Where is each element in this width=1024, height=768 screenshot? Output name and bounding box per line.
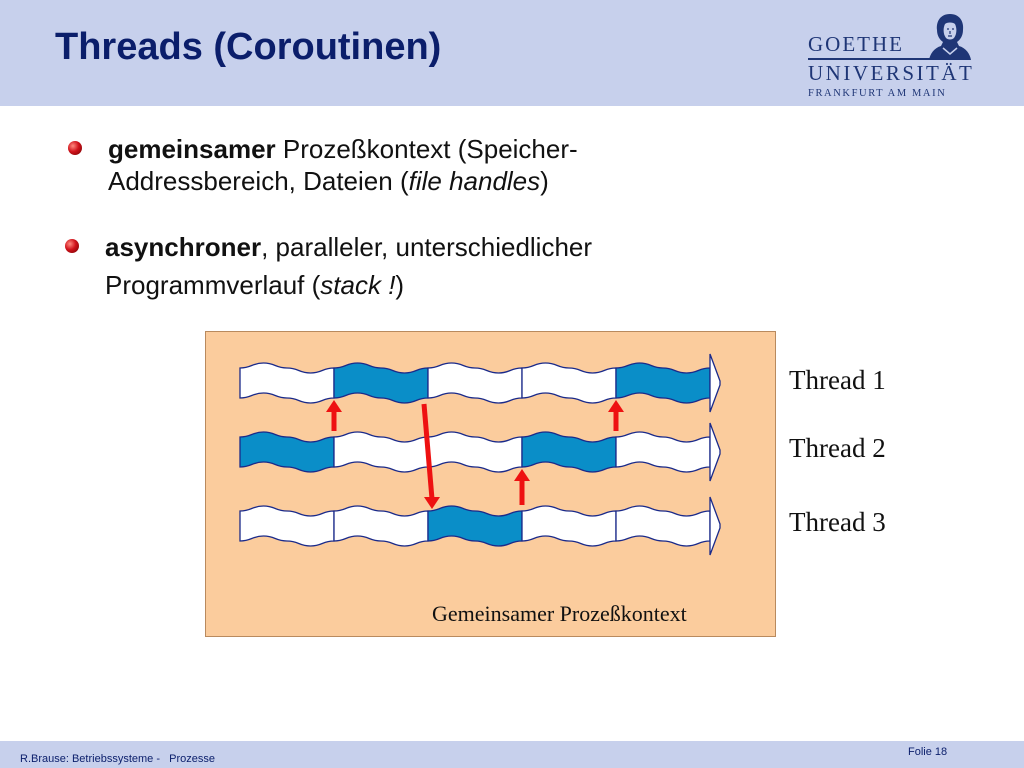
logo-divider bbox=[808, 58, 968, 60]
switch-arrow-1 bbox=[326, 400, 342, 431]
bullet-text-close: ) bbox=[540, 166, 549, 196]
slide-title: Threads (Coroutinen) bbox=[55, 26, 442, 68]
bullet-text: Prozeßkontext (Speicher- bbox=[275, 134, 578, 164]
thread-1-segment-1 bbox=[239, 362, 335, 404]
thread-2-arrowhead bbox=[709, 422, 721, 482]
switch-arrow-3 bbox=[514, 469, 530, 505]
thread-2-segment-3 bbox=[427, 431, 523, 473]
thread-1-arrowhead bbox=[709, 353, 721, 413]
bullet-italic-term: stack ! bbox=[320, 270, 396, 300]
thread-2-segment-2 bbox=[333, 431, 429, 473]
bullet-line-2: Addressbereich, Dateien (file handles) bbox=[108, 164, 748, 198]
goethe-portrait-icon bbox=[929, 14, 971, 60]
bullet-dot-icon bbox=[68, 141, 82, 155]
bullet-line-2: Programmverlauf (stack !) bbox=[105, 268, 745, 302]
bullet-text-line-2: Addressbereich, Dateien ( bbox=[108, 166, 409, 196]
thread-2-segment-1-active bbox=[239, 431, 335, 473]
thread-1-segment-3 bbox=[427, 362, 523, 404]
bullet-item-shared-context: gemeinsamer Prozeßkontext (Speicher- Add… bbox=[68, 132, 748, 198]
header-bar: Threads (Coroutinen) GOETHE UNIVERSITÄT … bbox=[0, 0, 1024, 106]
bullet-italic-term: file handles bbox=[408, 166, 541, 196]
logo-line-universitaet: UNIVERSITÄT bbox=[808, 61, 975, 85]
thread-label-3: Thread 3 bbox=[789, 507, 886, 537]
shared-context-label: Gemeinsamer Prozeßkontext bbox=[432, 601, 687, 626]
logo-line-frankfurt: FRANKFURT AM MAIN bbox=[808, 88, 947, 99]
thread-3-segment-2 bbox=[333, 505, 429, 547]
thread-1-segment-2-active bbox=[333, 362, 429, 404]
bullet-dot-icon bbox=[65, 239, 79, 253]
thread-label-1: Thread 1 bbox=[789, 365, 886, 395]
thread-3-segment-5 bbox=[615, 505, 711, 547]
footer-course-info: R.Brause: Betriebssysteme - Prozesse bbox=[20, 753, 216, 765]
logo-line-goethe: GOETHE bbox=[808, 32, 904, 56]
switch-arrow-4 bbox=[608, 400, 624, 431]
thread-label-2: Thread 2 bbox=[789, 433, 886, 463]
thread-1-segment-5-active bbox=[615, 362, 711, 404]
footer-bar: R.Brause: Betriebssysteme - Prozesse Fol… bbox=[0, 741, 1024, 768]
bullet-text: , paralleler, unterschiedlicher bbox=[261, 232, 593, 262]
thread-3-segment-3-active bbox=[427, 505, 523, 547]
bullet-text-line-2: Programmverlauf ( bbox=[105, 270, 321, 300]
footer-slide-number: Folie 18 bbox=[908, 746, 948, 758]
thread-2-segment-5 bbox=[615, 431, 711, 473]
bullet-item-async-flow: asynchroner, paralleler, unterschiedlich… bbox=[65, 230, 745, 302]
bullet-text-close: ) bbox=[395, 270, 405, 300]
thread-1-segment-4 bbox=[521, 362, 617, 404]
thread-3-segment-1 bbox=[239, 505, 335, 547]
bullet-bold-term: asynchroner bbox=[105, 232, 262, 262]
university-logo: GOETHE UNIVERSITÄT FRANKFURT AM MAIN bbox=[808, 8, 978, 104]
bullet-bold-term: gemeinsamer bbox=[108, 134, 276, 164]
thread-3-segment-4 bbox=[521, 505, 617, 547]
thread-2-segment-4-active bbox=[521, 431, 617, 473]
switch-arrow-2 bbox=[421, 403, 440, 509]
thread-3-arrowhead bbox=[709, 496, 721, 556]
